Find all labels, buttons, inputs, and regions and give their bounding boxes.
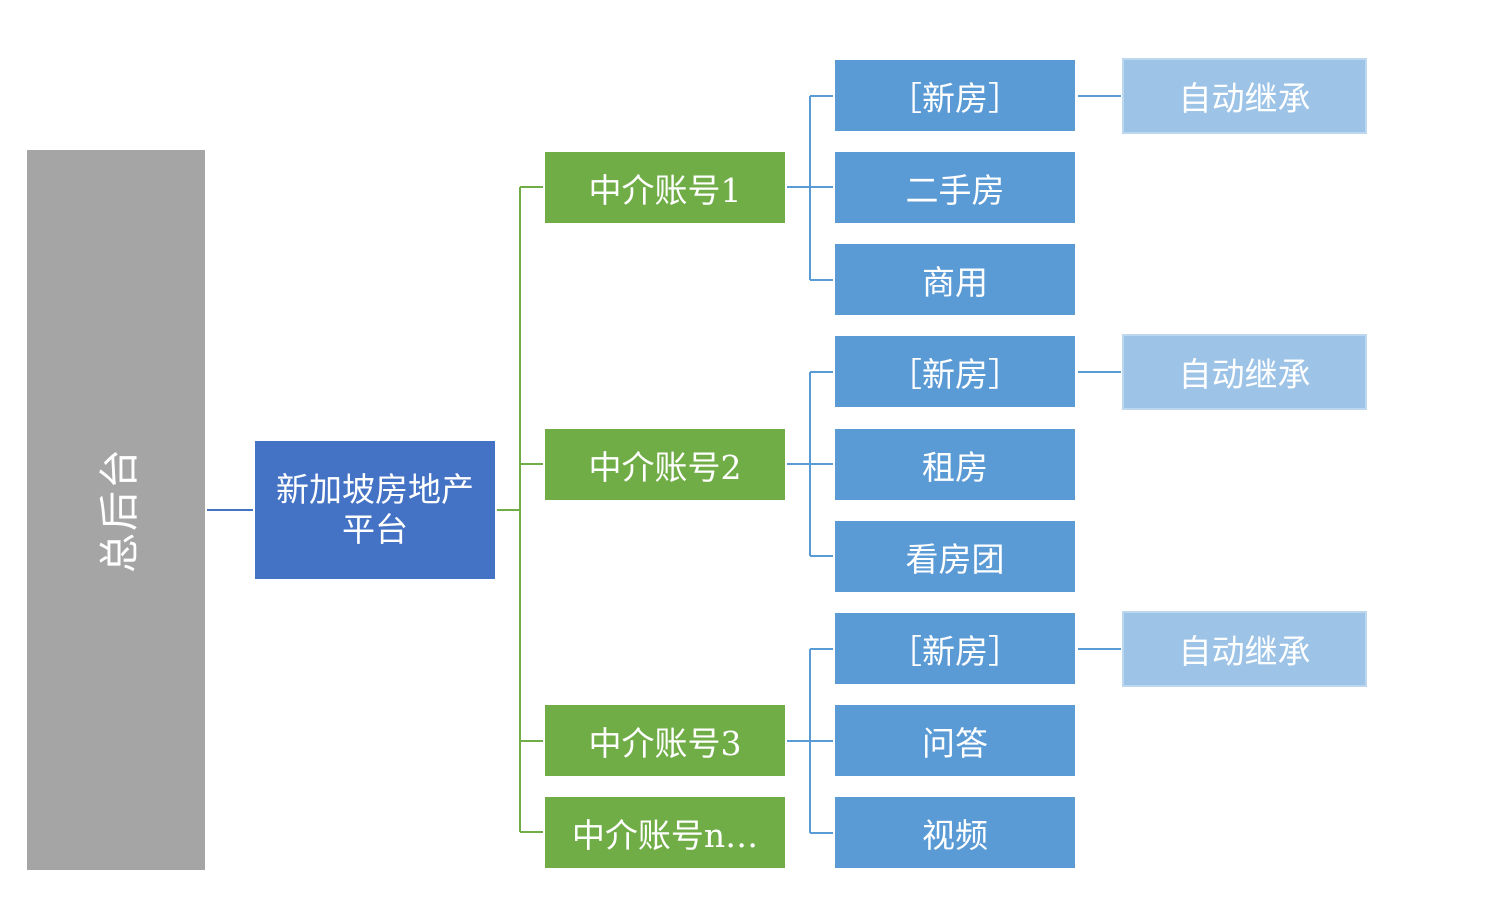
auto-inherit-node: 自动继承	[1122, 58, 1367, 134]
category-label: 问答	[922, 723, 988, 763]
agent-node-3: 中介账号3	[544, 704, 786, 777]
category-label: ［新房］	[889, 354, 1021, 394]
category-label: ［新房］	[889, 78, 1021, 118]
connector-agent-categories	[787, 95, 833, 834]
category-node-qa: 问答	[834, 704, 1076, 777]
auto-inherit-node: 自动继承	[1122, 611, 1367, 687]
auto-inherit-label: 自动继承	[1178, 79, 1311, 118]
category-label: ［新房］	[889, 631, 1021, 671]
category-label: 视频	[922, 815, 988, 855]
agent-node-n: 中介账号n…	[544, 796, 786, 869]
agent-label: 中介账号3	[588, 723, 742, 763]
category-label: 二手房	[905, 170, 1005, 210]
category-label: 看房团	[905, 539, 1005, 579]
category-node-rental: 租房	[834, 428, 1076, 501]
agent-label: 中介账号n…	[571, 815, 759, 855]
connector-inherit	[1078, 95, 1121, 650]
connector-platform-agents	[497, 186, 543, 833]
root-label: 总后台	[97, 447, 143, 573]
agent-label: 中介账号2	[588, 447, 742, 487]
category-node-new-house: ［新房］	[834, 612, 1076, 685]
platform-label: 新加坡房地产平台	[276, 470, 474, 549]
agent-label: 中介账号1	[588, 170, 742, 210]
category-node-new-house: ［新房］	[834, 335, 1076, 408]
category-node-video: 视频	[834, 796, 1076, 869]
category-label: 租房	[922, 447, 988, 487]
category-node-viewing-group: 看房团	[834, 520, 1076, 593]
agent-node-1: 中介账号1	[544, 151, 786, 224]
auto-inherit-label: 自动继承	[1178, 355, 1311, 394]
agent-node-2: 中介账号2	[544, 428, 786, 501]
category-node-commercial: 商用	[834, 243, 1076, 316]
platform-node: 新加坡房地产平台	[254, 440, 496, 580]
category-node-new-house: ［新房］	[834, 59, 1076, 132]
auto-inherit-node: 自动继承	[1122, 334, 1367, 410]
category-label: 商用	[922, 262, 988, 302]
auto-inherit-label: 自动继承	[1178, 632, 1311, 671]
category-node-second-hand: 二手房	[834, 151, 1076, 224]
root-node: 总后台	[27, 150, 205, 870]
